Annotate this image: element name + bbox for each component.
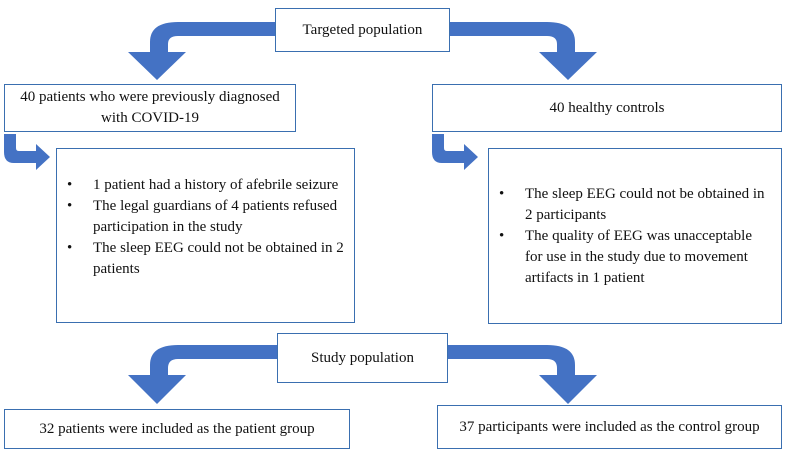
arrow-to-patients (128, 22, 275, 80)
patient-group-label: 32 patients were included as the patient… (39, 420, 315, 437)
controls-label: 40 healthy controls (549, 99, 665, 116)
arrow-to-patient-group (128, 345, 277, 404)
patient-exclusion-item: 1 patient had a history of afebrile seiz… (67, 175, 346, 196)
arrow-to-patient-exclusions (4, 134, 50, 170)
control-exclusion-item: The sleep EEG could not be obtained in 2… (499, 184, 773, 226)
control-group-box: 37 participants were included as the con… (437, 405, 782, 449)
arrow-to-controls (450, 22, 597, 80)
patients-box: 40 patients who were previously diagnose… (4, 84, 296, 132)
controls-box: 40 healthy controls (432, 84, 782, 132)
arrow-to-control-exclusions (432, 134, 478, 170)
control-exclusions-box: The sleep EEG could not be obtained in 2… (488, 148, 782, 324)
patient-exclusions-box: 1 patient had a history of afebrile seiz… (56, 148, 355, 323)
targeted-population-box: Targeted population (275, 8, 450, 52)
control-exclusions-list: The sleep EEG could not be obtained in 2… (489, 184, 773, 289)
patient-exclusion-item: The legal guardians of 4 patients refuse… (67, 196, 346, 238)
arrow-to-control-group (448, 345, 597, 404)
patient-exclusion-item: The sleep EEG could not be obtained in 2… (67, 238, 346, 280)
patient-exclusions-list: 1 patient had a history of afebrile seiz… (57, 175, 346, 280)
study-population-label: Study population (311, 349, 414, 366)
control-exclusion-item: The quality of EEG was unacceptable for … (499, 226, 773, 289)
study-population-box: Study population (277, 333, 448, 383)
control-group-label: 37 participants were included as the con… (459, 418, 760, 435)
targeted-population-label: Targeted population (302, 21, 423, 38)
patient-group-box: 32 patients were included as the patient… (4, 409, 350, 449)
patients-label: 40 patients who were previously diagnose… (20, 89, 280, 126)
